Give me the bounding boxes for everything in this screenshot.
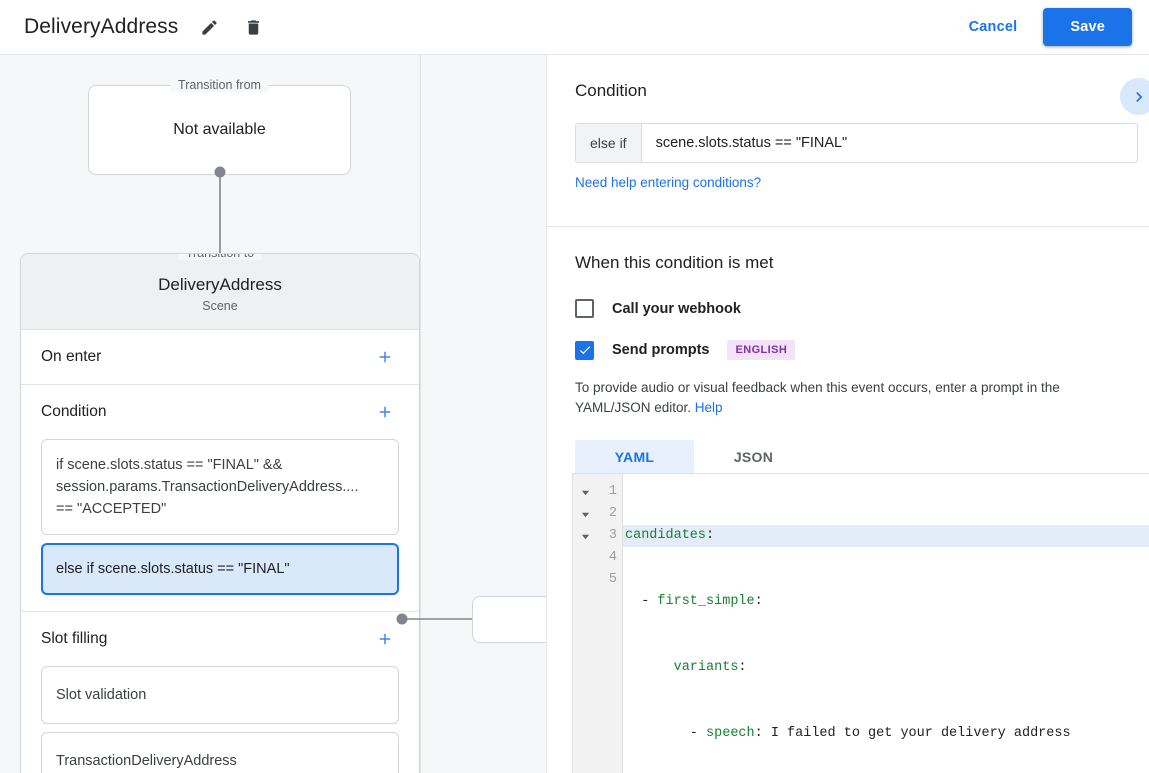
flow-canvas[interactable]: Transition from Not available Transition… bbox=[0, 55, 546, 773]
code-key: candidates bbox=[625, 528, 707, 543]
page-title: DeliveryAddress bbox=[24, 15, 179, 38]
section-title-on-enter: On enter bbox=[41, 348, 102, 366]
canvas-divider bbox=[420, 55, 421, 773]
condition-list: if scene.slots.status == "FINAL" && sess… bbox=[41, 439, 399, 611]
yaml-editor[interactable]: 1 2 3 4 5 candidates: - first_simple: va… bbox=[572, 473, 1149, 773]
transition-from-card[interactable]: Transition from Not available bbox=[88, 78, 351, 175]
plus-icon[interactable] bbox=[371, 625, 399, 653]
line-number: 5 bbox=[608, 572, 617, 587]
fold-arrow-icon[interactable] bbox=[573, 525, 597, 547]
code-indent: - bbox=[625, 594, 658, 609]
scene-card: Transition to DeliveryAddress Scene On e… bbox=[20, 253, 420, 773]
code-line: - speech: I failed to get your delivery … bbox=[623, 723, 1149, 745]
tab-yaml[interactable]: YAML bbox=[575, 440, 694, 474]
plus-icon[interactable] bbox=[371, 398, 399, 426]
tab-json[interactable]: JSON bbox=[733, 449, 774, 465]
code-line: - first_simple: bbox=[623, 591, 1149, 613]
condition-help-link[interactable]: Need help entering conditions? bbox=[575, 175, 762, 190]
section-title-slot-filling: Slot filling bbox=[41, 630, 108, 648]
fold-arrow-icon[interactable] bbox=[573, 503, 597, 525]
section-condition: Condition if scene.slots.status == "FINA… bbox=[21, 385, 419, 613]
editor-format-tabs: YAML JSON bbox=[575, 440, 1121, 474]
pencil-icon[interactable] bbox=[192, 10, 226, 44]
scene-name: DeliveryAddress bbox=[158, 275, 282, 294]
fold-gutter bbox=[573, 474, 597, 773]
save-button[interactable]: Save bbox=[1043, 8, 1132, 46]
scene-type: Scene bbox=[202, 299, 238, 314]
line-number: 1 bbox=[608, 484, 617, 499]
section-on-enter: On enter bbox=[21, 330, 419, 386]
code-separator: : bbox=[754, 726, 771, 741]
chevron-right-icon[interactable] bbox=[1120, 78, 1149, 115]
checkmark-icon bbox=[579, 346, 590, 355]
code-line: variants: bbox=[623, 657, 1149, 679]
code-line: candidates: bbox=[623, 525, 1149, 547]
prompts-hint-text: To provide audio or visual feedback when… bbox=[575, 380, 1060, 415]
condition-field[interactable]: else if bbox=[575, 123, 1138, 163]
section-header: On enter bbox=[41, 330, 399, 384]
section-slot-filling: Slot filling Slot validation Transaction… bbox=[21, 612, 419, 773]
target-node-card[interactable] bbox=[472, 596, 546, 643]
plus-icon[interactable] bbox=[371, 343, 399, 371]
transition-from-legend: Transition from bbox=[170, 78, 269, 92]
transition-to-legend: Transition to bbox=[177, 254, 263, 260]
condition-item-else-if[interactable]: else if scene.slots.status == "FINAL" bbox=[41, 543, 399, 596]
topbar-actions: Cancel Save bbox=[957, 8, 1132, 46]
top-app-bar: DeliveryAddress Cancel Save bbox=[0, 0, 1149, 55]
fold-arrow-placeholder bbox=[573, 547, 597, 569]
code-key: first_simple bbox=[657, 594, 755, 609]
send-prompts-row[interactable]: Send prompts ENGLISH bbox=[575, 340, 1121, 360]
condition-input[interactable] bbox=[641, 124, 1137, 162]
trash-icon[interactable] bbox=[236, 10, 270, 44]
language-badge: ENGLISH bbox=[727, 340, 796, 360]
when-met-heading: When this condition is met bbox=[575, 253, 774, 272]
slot-filling-list: Slot validation TransactionDeliveryAddre… bbox=[41, 666, 399, 773]
condition-item-if[interactable]: if scene.slots.status == "FINAL" && sess… bbox=[41, 439, 399, 536]
webhook-label: Call your webhook bbox=[612, 300, 741, 317]
condition-block: Condition else if Need help entering con… bbox=[547, 55, 1149, 227]
send-prompts-checkbox[interactable] bbox=[575, 340, 594, 360]
section-header: Condition bbox=[41, 385, 399, 439]
fold-arrow-placeholder bbox=[573, 569, 597, 591]
prompts-hint: To provide audio or visual feedback when… bbox=[575, 378, 1121, 418]
cancel-button[interactable]: Cancel bbox=[957, 10, 1030, 44]
code-indent bbox=[625, 660, 674, 675]
condition-prefix: else if bbox=[576, 124, 642, 162]
line-number: 3 bbox=[608, 528, 617, 543]
code-area[interactable]: candidates: - first_simple: variants: - … bbox=[623, 474, 1149, 773]
condition-heading: Condition bbox=[575, 81, 647, 100]
code-separator: : bbox=[754, 594, 763, 609]
transition-from-value: Not available bbox=[173, 121, 266, 138]
code-indent: - bbox=[625, 726, 707, 741]
code-separator: : bbox=[706, 528, 715, 543]
fold-arrow-icon[interactable] bbox=[573, 481, 597, 503]
send-prompts-label: Send prompts bbox=[612, 342, 710, 358]
when-condition-met-block: When this condition is met Call your web… bbox=[547, 227, 1149, 496]
code-key: speech bbox=[706, 726, 755, 741]
slot-item-transaction-delivery-address[interactable]: TransactionDeliveryAddress bbox=[41, 732, 399, 773]
code-value: I failed to get your delivery address bbox=[770, 726, 1071, 741]
code-key: variants bbox=[673, 660, 739, 675]
section-title-condition: Condition bbox=[41, 403, 107, 421]
line-number: 2 bbox=[608, 506, 617, 521]
section-header: Slot filling bbox=[41, 612, 399, 666]
prompts-hint-help-link[interactable]: Help bbox=[694, 400, 723, 415]
scene-card-header[interactable]: DeliveryAddress Scene bbox=[21, 254, 419, 331]
line-number: 4 bbox=[608, 550, 617, 565]
code-separator: : bbox=[738, 660, 747, 675]
webhook-checkbox[interactable] bbox=[575, 299, 594, 318]
line-number-gutter: 1 2 3 4 5 bbox=[597, 474, 623, 773]
webhook-row[interactable]: Call your webhook bbox=[575, 299, 1121, 318]
slot-item-slot-validation[interactable]: Slot validation bbox=[41, 666, 399, 725]
